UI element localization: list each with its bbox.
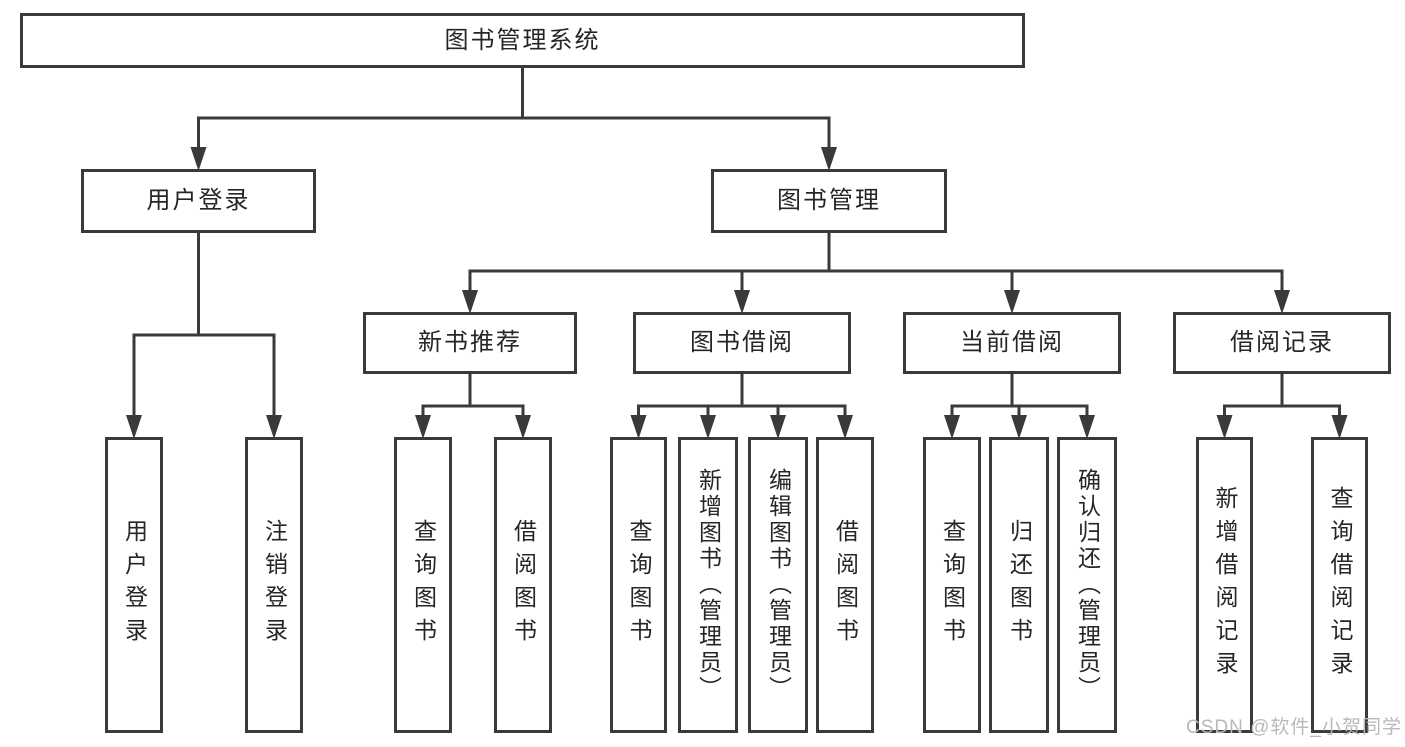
node-borrowing-records: 借阅记录	[1173, 312, 1391, 374]
node-leaf-user-login: 用户登录	[105, 437, 163, 733]
node-leaf-query-borrow-record: 查询借阅记录	[1311, 437, 1368, 733]
node-book-management: 图书管理	[711, 169, 947, 233]
node-leaf-confirm-return-admin: 确认归还（管理员）	[1057, 437, 1117, 733]
node-current-borrowing: 当前借阅	[903, 312, 1121, 374]
node-leaf-add-book-admin: 新增图书（管理员）	[678, 437, 738, 733]
node-leaf-query-books-3: 查询图书	[923, 437, 981, 733]
node-leaf-return-book: 归还图书	[989, 437, 1049, 733]
node-leaf-borrow-books-2: 借阅图书	[816, 437, 874, 733]
node-leaf-edit-book-admin: 编辑图书（管理员）	[748, 437, 808, 733]
node-leaf-borrow-books-1: 借阅图书	[494, 437, 552, 733]
node-leaf-query-books-2: 查询图书	[610, 437, 667, 733]
csdn-watermark: CSDN @软件_小贺同学	[1186, 717, 1402, 738]
node-leaf-logout: 注销登录	[245, 437, 303, 733]
node-book-borrowing: 图书借阅	[633, 312, 851, 374]
node-library-management-system: 图书管理系统	[20, 13, 1025, 68]
node-leaf-query-books-1: 查询图书	[394, 437, 452, 733]
node-leaf-add-borrow-record: 新增借阅记录	[1196, 437, 1253, 733]
node-user-login-group: 用户登录	[81, 169, 316, 233]
node-new-book-recommendation: 新书推荐	[363, 312, 577, 374]
